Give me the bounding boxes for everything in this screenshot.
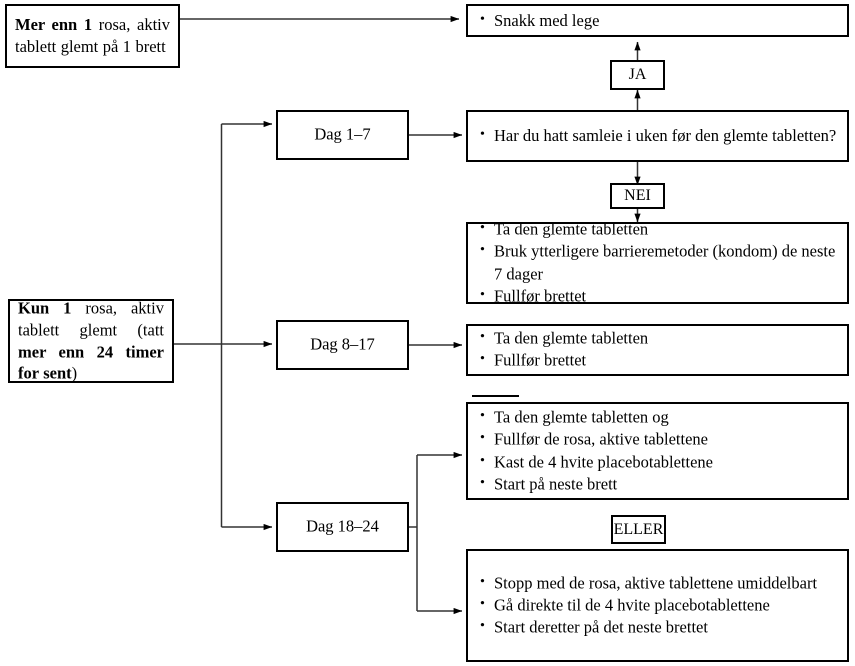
- list-item: Ta den glemte tabletten og: [480, 406, 839, 428]
- answer-no-label: NEI: [624, 187, 651, 204]
- node-question-intercourse: Har du hatt samleie i uken før den glemt…: [466, 110, 849, 162]
- node-start-more-than-one-tablet: Mer enn 1 rosa, aktiv tablett glemt på 1…: [5, 4, 180, 68]
- or-divider-label: ELLER: [613, 520, 664, 538]
- day-18-24-label: Dag 18–24: [306, 516, 379, 536]
- list-item: Start deretter på det neste brettet: [480, 617, 839, 639]
- day-1-7-label: Dag 1–7: [314, 124, 371, 144]
- list-item: Ta den glemte tabletten: [480, 218, 839, 240]
- actions-after-no-list: Ta den glemte tablettenBruk ytterligere …: [478, 218, 839, 307]
- actions-day-18-24-option-b-list: Stopp med de rosa, aktive tablettene umi…: [478, 572, 839, 639]
- node-day-1-7: Dag 1–7: [276, 110, 409, 160]
- actions-day-18-24-option-a-list: Ta den glemte tabletten ogFullfør de ros…: [478, 406, 839, 495]
- list-item: Bruk ytterligere barrieremetoder (kondom…: [480, 241, 839, 286]
- start-more-than-one-text: Mer enn 1 rosa, aktiv tablett glemt på 1…: [15, 15, 170, 56]
- answer-yes-label: JA: [628, 66, 647, 83]
- stray-rule-artifact: [472, 395, 519, 397]
- list-item: Stopp med de rosa, aktive tablettene umi…: [480, 572, 839, 594]
- node-actions-day-18-24-option-a: Ta den glemte tabletten ogFullfør de ros…: [466, 402, 849, 500]
- node-actions-day-18-24-option-b: Stopp med de rosa, aktive tablettene umi…: [466, 549, 849, 662]
- list-item: Fullfør brettet: [480, 350, 839, 372]
- talk-to-doctor-list: Snakk med lege: [478, 9, 839, 31]
- node-answer-no: NEI: [610, 183, 665, 209]
- node-actions-after-no: Ta den glemte tablettenBruk ytterligere …: [466, 218, 849, 306]
- list-item: Fullfør de rosa, aktive tablettene: [480, 429, 839, 451]
- node-start-only-one-tablet: Kun 1 rosa, aktiv tablett glemt (tatt me…: [8, 298, 174, 383]
- node-talk-to-doctor: Snakk med lege: [466, 4, 849, 37]
- node-or-divider: ELLER: [611, 515, 666, 544]
- day-8-17-label: Dag 8–17: [310, 334, 375, 354]
- start-only-one-text: Kun 1 rosa, aktiv tablett glemt (tatt me…: [18, 298, 164, 383]
- node-actions-day-8-17: Ta den glemte tablettenFullfør brettet: [466, 324, 849, 376]
- list-item: Kast de 4 hvite placebotablettene: [480, 451, 839, 473]
- question-intercourse-list: Har du hatt samleie i uken før den glemt…: [478, 125, 839, 147]
- list-item: Fullfør brettet: [480, 285, 839, 307]
- list-item: Gå direkte til de 4 hvite placebotablett…: [480, 594, 839, 616]
- actions-day-8-17-list: Ta den glemte tablettenFullfør brettet: [478, 328, 839, 373]
- list-item: Start på neste brett: [480, 473, 839, 495]
- list-item: Ta den glemte tabletten: [480, 328, 839, 350]
- list-item: Har du hatt samleie i uken før den glemt…: [480, 125, 839, 147]
- node-answer-yes: JA: [610, 60, 665, 90]
- node-day-8-17: Dag 8–17: [276, 320, 409, 370]
- list-item: Snakk med lege: [480, 9, 839, 31]
- node-day-18-24: Dag 18–24: [276, 502, 409, 552]
